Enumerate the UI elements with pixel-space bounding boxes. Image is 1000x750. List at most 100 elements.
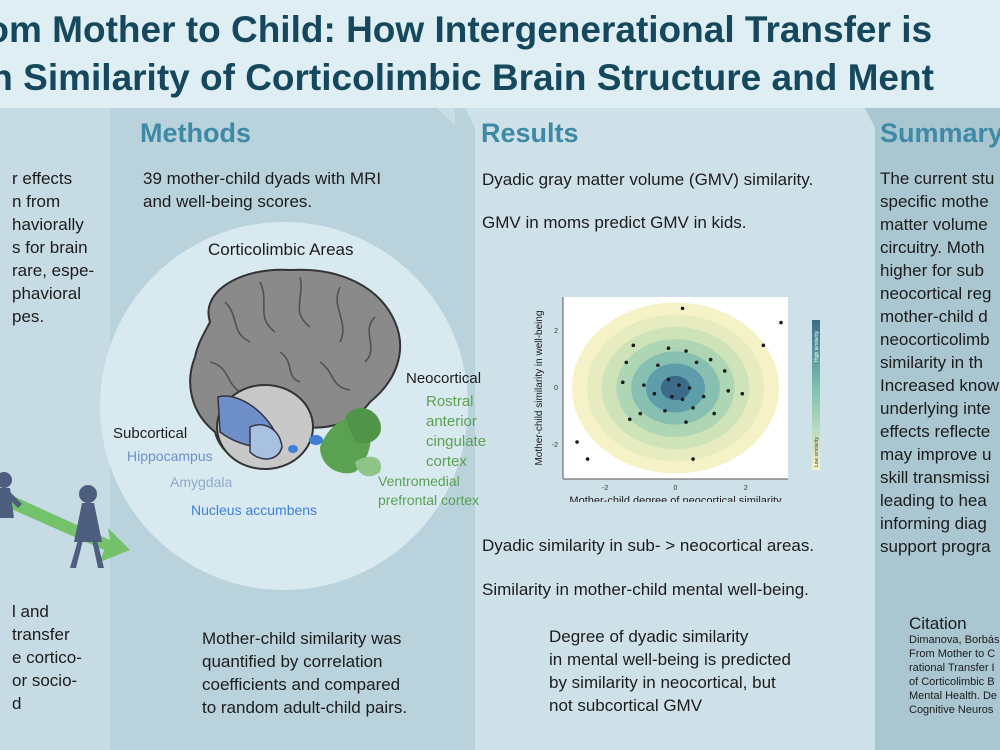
mother-child-illustration bbox=[0, 472, 130, 568]
intro-line: d bbox=[12, 694, 22, 713]
summary-line: underlying inte bbox=[880, 399, 991, 418]
intro-line: haviorally bbox=[12, 215, 84, 234]
data-point bbox=[712, 411, 716, 416]
results-line-2: GMV in moms predict GMV in kids. bbox=[482, 213, 747, 232]
methods-heading: Methods bbox=[140, 118, 251, 148]
summary-line: higher for sub bbox=[880, 261, 984, 280]
data-point bbox=[722, 369, 727, 373]
label-subcortical: Subcortical bbox=[113, 425, 188, 442]
data-point bbox=[680, 306, 685, 311]
citation-heading: Citation bbox=[909, 614, 967, 633]
data-point bbox=[666, 377, 671, 382]
data-point bbox=[779, 320, 783, 325]
intro-line: e cortico- bbox=[12, 648, 82, 667]
results-line: not subcortical GMV bbox=[549, 696, 703, 715]
title-banner bbox=[0, 0, 1000, 108]
data-point bbox=[691, 457, 695, 461]
summary-line: informing diag bbox=[880, 514, 987, 533]
label-ventromedial: Ventromedial prefrontal cortex bbox=[378, 472, 479, 510]
data-point bbox=[687, 386, 692, 390]
child-silhouette-icon bbox=[0, 472, 22, 518]
label-nucleus-accumbens: Nucleus accumbens bbox=[191, 502, 318, 518]
label-line: anterior bbox=[426, 413, 477, 430]
data-point bbox=[652, 391, 657, 396]
intro-line: pes. bbox=[12, 307, 45, 326]
data-point bbox=[575, 440, 579, 444]
brain-illustration bbox=[189, 268, 402, 477]
x-tick-label: 2 bbox=[744, 485, 748, 492]
data-point bbox=[740, 391, 745, 396]
intro-line: phavioral bbox=[12, 284, 81, 303]
data-point bbox=[663, 408, 667, 413]
results-line: in mental well-being is predicted bbox=[549, 650, 791, 669]
summary-line: similarity in th bbox=[880, 353, 983, 372]
legend-high-label: High similarity bbox=[814, 330, 820, 362]
data-point bbox=[656, 363, 660, 368]
methods-line: Mother-child similarity was bbox=[202, 629, 402, 648]
brain-title: Corticolimbic Areas bbox=[208, 240, 354, 259]
legend-low-label: Low similarity bbox=[814, 436, 820, 467]
data-point bbox=[691, 406, 695, 410]
summary-line: effects reflecte bbox=[880, 422, 991, 441]
summary-line: neocorticolimb bbox=[880, 330, 990, 349]
data-point bbox=[620, 380, 625, 385]
label-hippocampus: Hippocampus bbox=[127, 448, 213, 464]
citation-text: Dimanova, Borbás From Mother to C ration… bbox=[909, 633, 1000, 717]
data-point bbox=[684, 420, 688, 424]
methods-bottom-text: Mother-child similarity was quantified b… bbox=[202, 627, 407, 719]
summary-line: specific mothe bbox=[880, 192, 989, 211]
methods-line: quantified by correlation bbox=[202, 652, 383, 671]
citation-line: of Corticolimbic B bbox=[909, 676, 995, 688]
summary-line: may improve u bbox=[880, 445, 992, 464]
label-line: cingulate bbox=[426, 433, 487, 450]
methods-line: coefficients and compared bbox=[202, 675, 401, 694]
intro-line: rare, espe- bbox=[12, 261, 95, 280]
label-rostral-acc: Rostral anterior cingulate cortex bbox=[426, 392, 486, 472]
data-point bbox=[631, 343, 636, 348]
y-tick-label: 0 bbox=[554, 385, 558, 392]
y-axis-label: Mother-child similarity in well-being bbox=[534, 310, 545, 465]
summary-text: The current stu specific mothe matter vo… bbox=[880, 167, 999, 558]
data-point bbox=[726, 389, 731, 393]
intro-line: or socio- bbox=[12, 671, 78, 690]
intro-line: n from bbox=[12, 192, 61, 211]
data-point bbox=[638, 411, 643, 416]
label-neocortical: Neocortical bbox=[406, 370, 482, 387]
data-point bbox=[627, 417, 632, 422]
intro-line: l and bbox=[12, 602, 49, 621]
citation-line: Dimanova, Borbás bbox=[909, 634, 1000, 646]
methods-line: and well-being scores. bbox=[143, 192, 313, 211]
results-line: Degree of dyadic similarity bbox=[549, 627, 749, 646]
results-heading: Results bbox=[481, 118, 579, 148]
data-point bbox=[708, 357, 713, 362]
label-line: prefrontal cortex bbox=[378, 492, 480, 508]
summary-heading: Summary bbox=[880, 118, 1000, 148]
results-line-4: Similarity in mother-child mental well-b… bbox=[482, 580, 809, 599]
summary-panel bbox=[855, 108, 1000, 750]
label-line: cortex bbox=[426, 453, 467, 470]
summary-line: Increased know bbox=[880, 376, 1000, 395]
mother-silhouette-icon bbox=[70, 485, 104, 568]
citation-line: Cognitive Neuros bbox=[909, 704, 994, 716]
label-amygdala: Amygdala bbox=[170, 474, 233, 490]
results-line: by similarity in neocortical, but bbox=[549, 673, 776, 692]
summary-line: mother-child d bbox=[880, 307, 988, 326]
summary-line: support progra bbox=[880, 537, 991, 556]
label-line: Rostral bbox=[426, 393, 474, 410]
intro-line: r effects bbox=[12, 169, 73, 188]
poster-title: rom Mother to Child: How Intergeneration… bbox=[0, 8, 1000, 100]
data-point bbox=[684, 349, 688, 353]
legend-gradient bbox=[812, 320, 820, 470]
intro-line: transfer bbox=[12, 625, 70, 644]
y-tick-label: 2 bbox=[554, 328, 558, 335]
summary-line: circuitry. Moth bbox=[880, 238, 985, 257]
data-point bbox=[701, 394, 706, 399]
intro-text: r effects n from haviorally s for brain … bbox=[12, 167, 94, 328]
methods-line: 39 mother-child dyads with MRI bbox=[143, 169, 382, 188]
results-chevron bbox=[855, 108, 875, 750]
x-tick-label: -2 bbox=[602, 485, 608, 492]
results-bottom-text: Degree of dyadic similarity in mental we… bbox=[549, 625, 791, 717]
intro-bottom-text: l and transfer e cortico- or socio- d bbox=[12, 600, 82, 715]
